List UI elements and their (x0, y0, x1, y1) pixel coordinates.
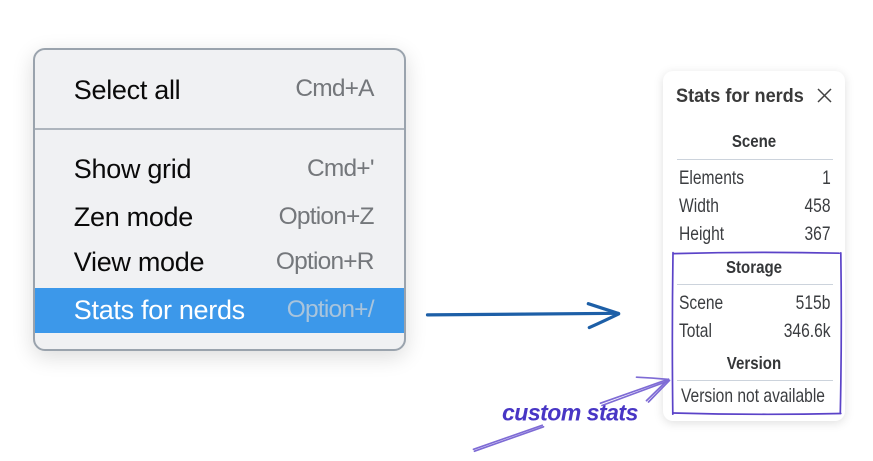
svg-text:custom stats: custom stats (502, 400, 638, 426)
